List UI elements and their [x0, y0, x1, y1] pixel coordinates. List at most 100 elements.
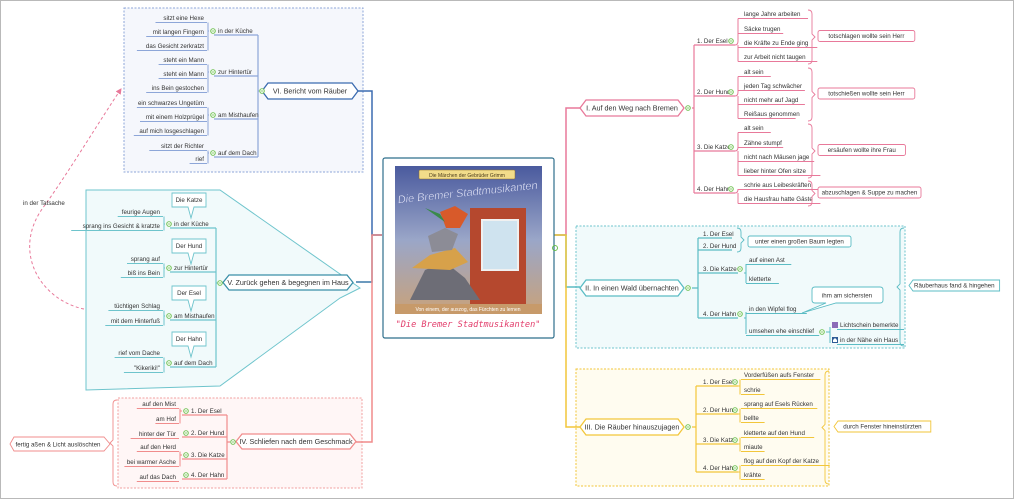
callout-node[interactable]: Der Esel — [171, 285, 207, 313]
branch-5-connector — [215, 228, 217, 367]
subtopic-label: 3. Die Katze — [191, 452, 225, 459]
summary-brace — [807, 9, 816, 65]
svg-text:Von einem, der auszog, das Für: Von einem, der auszog, das Fürchten zu l… — [415, 307, 520, 313]
summary-node[interactable]: durch Fenster hineinstürzten — [833, 420, 932, 433]
summary-node[interactable]: unter einen großen Baum legten — [747, 235, 852, 248]
summary-label: Räuberhaus fand & hingehen — [914, 283, 995, 290]
subtopic-label: am Misthaufen — [218, 112, 259, 119]
boundary-b5 — [85, 189, 361, 391]
subtopic-label: auf dem Dach — [218, 150, 257, 157]
callout-node[interactable]: ihm am sichersten — [801, 286, 884, 314]
leaf-node: umsehen ehe einschlief — [749, 328, 814, 335]
leaf-node: die Hausfrau hatte Gäste — [744, 196, 813, 203]
summary-brace — [807, 123, 816, 179]
leaf-node: bellte — [744, 415, 759, 422]
connector-b3 — [554, 234, 580, 428]
summary-brace — [821, 370, 830, 485]
leaf-node: schrie — [744, 387, 761, 394]
leaf-node: "Kikeriki!" — [134, 365, 160, 372]
callout-node[interactable]: Der Hahn — [171, 331, 207, 359]
leaf-node: die Kräfte zu Ende ging — [744, 40, 809, 47]
leaf-node: Lichtschein bemerkte — [840, 322, 899, 329]
boundary-b3 — [575, 368, 830, 487]
leaf-node: sprang auf Esels Rücken — [744, 401, 813, 408]
leaf-connector — [738, 408, 741, 423]
leaf-node: miaute — [744, 444, 763, 451]
leaf-node: schrie aus Leibeskräften — [744, 182, 812, 189]
leaf-connector — [163, 310, 165, 326]
leaf-node: alt sein — [744, 125, 764, 132]
leaf-node: tüchtigen Schlag — [114, 303, 160, 310]
summary-node[interactable]: fertig aßen & Licht auslöschten — [9, 436, 111, 452]
leaf-connector — [163, 357, 165, 373]
branch-2-topic[interactable]: II. In einen Wald übernachten — [579, 279, 685, 297]
branch-label: II. In einen Wald übernachten — [585, 284, 679, 293]
subtopic-label: 2. Der Hund — [703, 243, 737, 250]
branch-4-topic[interactable]: IV. Schliefen nach dem Geschmack — [235, 433, 357, 450]
callout-label: Der Esel — [177, 290, 201, 297]
summary-label: fertig aßen & Licht auslöschten — [16, 442, 102, 449]
leaf-node: nicht nach Mäusen jage — [744, 154, 810, 161]
lightbulb-icon — [832, 322, 838, 328]
leaf-connector — [207, 150, 209, 164]
relationship-label: in der Tatsache — [23, 200, 65, 207]
branch-6-connector — [257, 35, 259, 157]
callout-label: Die Katze — [176, 197, 203, 204]
house-glyph — [833, 338, 837, 342]
summary-brace — [736, 227, 745, 253]
leaf-node: sprang ins Gesicht & kratzte — [83, 223, 161, 230]
branch-label: V. Zurück gehen & begegnen im Haus — [227, 278, 349, 287]
summary-node[interactable]: totschlagen wollte sein Herr — [817, 30, 916, 42]
leaf-connector — [738, 379, 741, 395]
branch-3-topic[interactable]: III. Die Räuber hinauszujagen — [579, 418, 685, 436]
svg-text:Die Märchen der Gebrüder Grimm: Die Märchen der Gebrüder Grimm — [429, 173, 505, 179]
leaf-node: flog auf den Kopf der Katze — [744, 458, 820, 465]
subtopic-label: zur Hintertür — [218, 69, 252, 76]
summary-node[interactable]: ersäufen wollte ihre Frau — [817, 144, 906, 156]
subtopic-label: am Misthaufen — [174, 313, 215, 320]
leaf-node: mit langen Fingern — [153, 29, 205, 36]
connector-b1 — [554, 107, 580, 236]
branch-6-topic[interactable]: VI. Bericht vom Räuber — [261, 82, 359, 100]
subtopic-label: in der Küche — [218, 28, 253, 35]
summary-node[interactable]: abzuschlagen & Suppe zu machen — [817, 186, 922, 199]
subtopic-label: 3. Die Katze — [703, 266, 737, 273]
branch-5-topic[interactable]: V. Zurück gehen & begegnen im Haus — [222, 274, 354, 291]
summary-label: unter einen großen Baum legten — [755, 239, 844, 246]
leaf-connector — [207, 22, 209, 51]
leaf-connector — [744, 264, 747, 283]
leaf-connector — [163, 216, 165, 231]
subtopic-label: 3. Die Katze — [703, 437, 737, 444]
summary-brace — [109, 399, 118, 487]
callout-node[interactable]: Der Hund — [171, 238, 207, 266]
summary-brace — [807, 67, 816, 122]
leaf-node: lieber hinter Ofen sitze — [744, 168, 806, 175]
central-topic-label: "Die Bremer Stadtmusikanten" — [396, 320, 541, 330]
subtopic-label: 4. Der Hahn — [703, 311, 737, 318]
subtopic-label: 1. Der Esel — [191, 408, 222, 415]
summary-node[interactable]: totschießen wollte sein Herr — [817, 87, 916, 100]
leaf-node: bei warmer Asche — [127, 459, 177, 466]
branch-label: IV. Schliefen nach dem Geschmack — [239, 437, 353, 446]
leaf-node: Säcke trugen — [744, 26, 781, 33]
summary-node[interactable]: Räuberhaus fand & hingehen — [908, 279, 1001, 292]
subtopic-label: in der Küche — [174, 221, 209, 228]
leaf-node: hinter der Tür — [139, 431, 176, 438]
collapse-icon[interactable] — [552, 245, 558, 251]
branch-1-topic[interactable]: I. Auf den Weg nach Bremen — [579, 99, 685, 117]
leaf-node: auf den Mist — [142, 401, 176, 408]
leaf-node: mit dem Hinterfuß — [111, 318, 160, 325]
branch-4-connector — [226, 415, 230, 479]
leaf-node: kletterte auf den Hund — [744, 430, 805, 437]
leaf-connector — [163, 263, 165, 278]
central-topic[interactable]: Die Märchen der Gebrüder Grimm Die Breme… — [382, 157, 555, 339]
relationship-line[interactable] — [29, 88, 122, 310]
central-image: Die Märchen der Gebrüder Grimm Die Breme… — [395, 166, 542, 314]
callout-node[interactable]: Die Katze — [171, 192, 207, 220]
leaf-node: auf einen Ast — [749, 257, 785, 264]
leaf-node: sitzt eine Hexe — [163, 15, 204, 22]
subtopic-label: 1. Der Esel — [703, 379, 734, 386]
leaf-connector — [179, 408, 182, 424]
leaf-node: lange Jahre arbeiten — [744, 11, 801, 18]
subtopic-label: 4. Der Hahn — [703, 465, 737, 472]
